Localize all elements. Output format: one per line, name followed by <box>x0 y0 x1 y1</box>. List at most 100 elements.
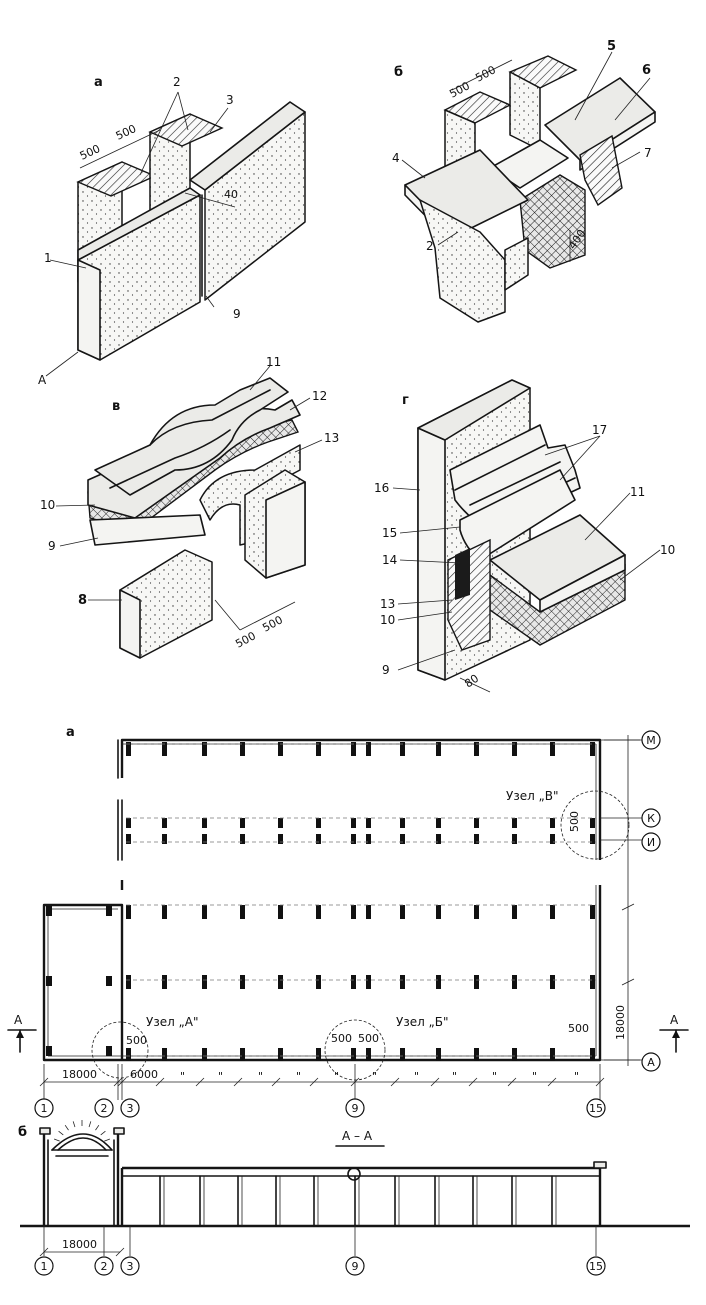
svg-text:9: 9 <box>352 1260 359 1273</box>
plan-column <box>436 818 441 828</box>
plan-ditto-mark: " <box>452 1070 457 1083</box>
fig-g-callout-17: 17 <box>592 423 607 437</box>
plan-section-mark-left: А <box>7 1013 37 1053</box>
elevation-column-axis-9: 9 <box>345 1226 365 1276</box>
fig-a-callout-1: 1 <box>44 251 52 265</box>
fig-v-letter: в <box>112 399 120 414</box>
plan-column <box>126 905 131 919</box>
plan-dim-6000: 6000 <box>130 1068 158 1081</box>
fig-a-wall-panels-corner: а 2 3 1 9 500 500 40 А <box>38 75 306 387</box>
plan-column <box>550 818 555 828</box>
plan-column <box>400 905 405 919</box>
svg-text:2: 2 <box>101 1260 108 1273</box>
plan-ditto-mark: " <box>532 1070 537 1083</box>
plan-ditto-mark: " <box>218 1070 223 1083</box>
elevation-letter: б <box>18 1125 27 1140</box>
fig-b-callout-7: 7 <box>644 146 652 160</box>
svg-text:2: 2 <box>101 1102 108 1115</box>
row-axis-i: И <box>600 832 661 852</box>
plan-column <box>436 1048 441 1061</box>
fig-a-dim-40: 40 <box>224 188 238 201</box>
fig-a-section-mark: А <box>38 373 47 387</box>
plan-column <box>400 975 405 989</box>
elevation-column-axis-2: 2 <box>94 1226 114 1276</box>
plan-column <box>366 818 371 828</box>
plan-column-axis-15: 15 <box>586 1098 606 1118</box>
plan-column <box>202 975 207 989</box>
arch-rib <box>104 1138 111 1142</box>
fig-v-callout-8: 8 <box>78 593 87 608</box>
fig-g-callout-11: 11 <box>630 485 645 499</box>
elevation-title: А – А <box>342 1129 373 1143</box>
plan-column <box>474 1048 479 1061</box>
plan-dimension-ticks <box>39 1077 605 1087</box>
fig-v-roof-over-opening: в 11 12 13 10 9 8 500 500 <box>40 355 339 659</box>
svg-text:1: 1 <box>41 1260 48 1273</box>
plan-column <box>436 905 441 919</box>
plan-column <box>474 742 479 756</box>
plan-column <box>240 975 245 989</box>
plan-column <box>240 905 245 919</box>
plan-column <box>474 818 479 828</box>
fig-b-dim-500-right: 500 <box>473 63 498 84</box>
plan-column <box>316 975 321 989</box>
plan-column <box>316 905 321 919</box>
plan-column <box>590 905 595 919</box>
fig-v-callout-11: 11 <box>266 355 281 369</box>
node-label-b: Узел „Б" <box>396 1015 449 1029</box>
plan-right-500: 500 <box>568 1022 589 1035</box>
plan-column <box>240 834 245 844</box>
plan-column <box>366 742 371 756</box>
plan-column <box>351 818 356 828</box>
plan-column <box>512 1048 517 1061</box>
plan-column <box>202 1048 207 1061</box>
plan-column <box>590 1048 595 1061</box>
plan-dim-tick <box>271 1077 281 1087</box>
fig-g-callout-15: 15 <box>382 526 397 540</box>
svg-text:А: А <box>670 1013 679 1027</box>
plan-column <box>162 905 167 919</box>
plan-dim-tick <box>350 1077 360 1087</box>
svg-text:1: 1 <box>41 1102 48 1115</box>
plan-column <box>512 818 517 828</box>
elevation-column-axis-3: 3 <box>120 1226 140 1276</box>
plan-column <box>126 818 131 828</box>
plan-column <box>162 834 167 844</box>
fig-v-dim-500-right: 500 <box>260 613 285 634</box>
plan-column <box>162 742 167 756</box>
plan-column <box>550 834 555 844</box>
plan-ditto-marks: """"""""""" <box>180 1070 579 1083</box>
plan-column <box>106 906 112 916</box>
svg-text:9: 9 <box>352 1102 359 1115</box>
fig-g-wall-roof-junction-detail: г 17 16 11 15 14 10 13 10 9 80 <box>374 379 675 693</box>
plan-ditto-mark: " <box>372 1070 377 1083</box>
plan-column <box>351 905 356 919</box>
fig-v-callout-10: 10 <box>40 498 55 512</box>
plan-dim-18000: 18000 <box>62 1068 97 1081</box>
plan-column <box>474 834 479 844</box>
fig-v-callout-12: 12 <box>312 389 327 403</box>
plan-column-axis-9: 9 <box>345 1098 365 1118</box>
plan-column <box>162 818 167 828</box>
plan-column <box>351 1048 356 1061</box>
fig-b-panel-on-pillars: б 5 6 4 7 2 500 500 400 <box>392 39 656 323</box>
plan-ditto-mark: " <box>574 1070 579 1083</box>
plan-column <box>366 1048 371 1061</box>
plan-column <box>278 975 283 989</box>
plan-column <box>126 834 131 844</box>
plan-dim-tick <box>195 1077 205 1087</box>
plan-column <box>351 834 356 844</box>
fig-v-dim-500-left: 500 <box>233 629 258 650</box>
plan-column <box>512 905 517 919</box>
plan-column <box>474 975 479 989</box>
plan-column <box>436 834 441 844</box>
plan-column <box>106 1046 112 1056</box>
plan-dim-tick <box>39 1077 49 1087</box>
svg-text:15: 15 <box>589 1102 603 1115</box>
plan-column <box>46 976 52 986</box>
plan-dim-tick <box>507 1077 517 1087</box>
fig-g-dim-80: 80 <box>462 672 481 691</box>
